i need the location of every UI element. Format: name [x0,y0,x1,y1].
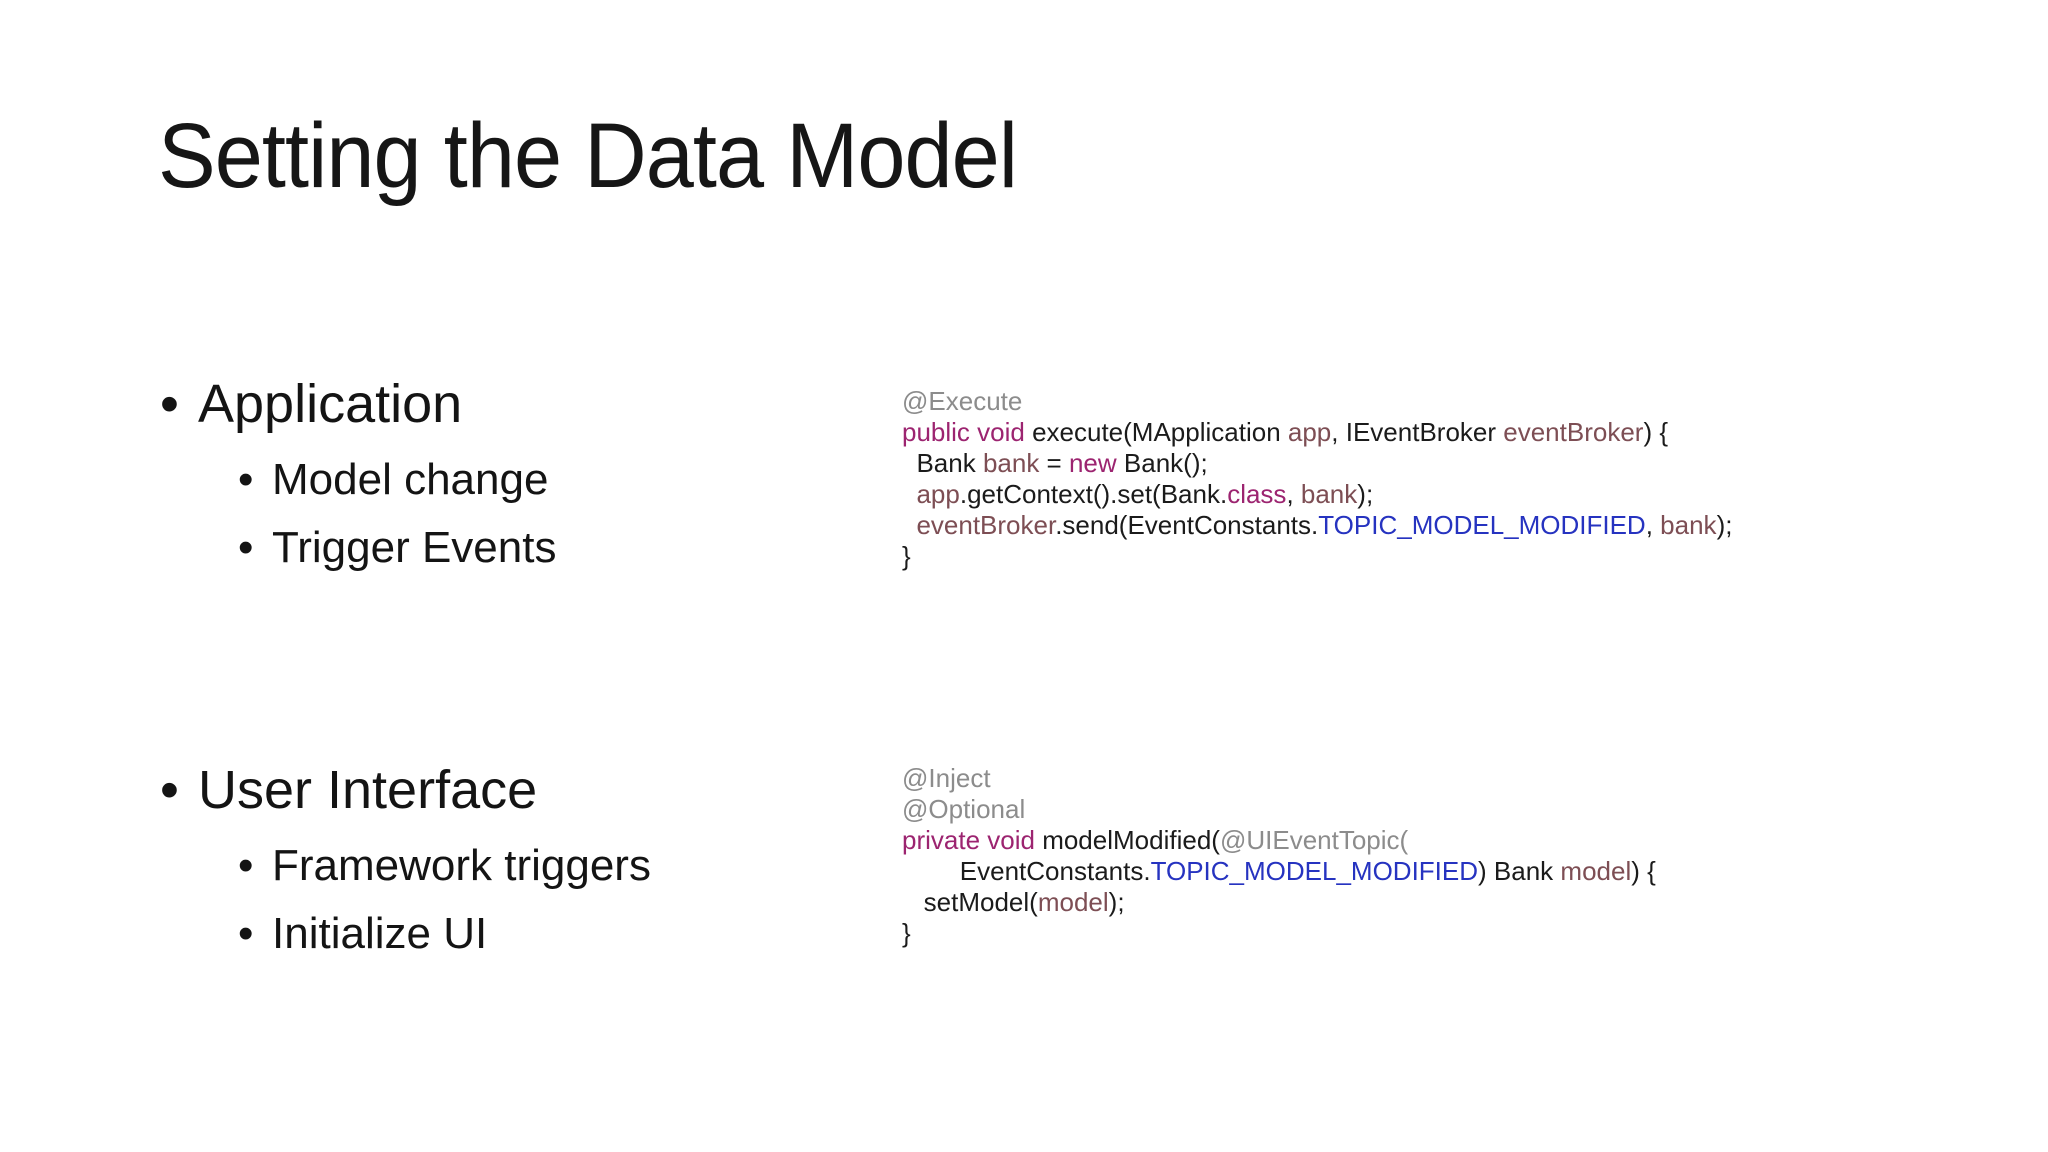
code-token-annotation: @Optional [902,794,1026,824]
code-token-plain: setModel( [902,887,1038,917]
code-token-plain: Bank [902,448,983,478]
code-token-plain: , [1645,510,1661,540]
code-token-plain: execute(MApplication [1024,417,1288,447]
bullet-dot-icon: • [238,909,254,958]
code-token-plain: .getContext().set(Bank. [959,479,1228,509]
code-token-annotation: @Execute [902,386,1023,416]
code-token-plain [902,510,916,540]
code-line: app.getContext().set(Bank.class, bank); [902,479,1732,510]
code-token-plain: } [902,918,911,948]
sub-bullet-item-label: Framework triggers [272,841,651,890]
code-token-plain: , IEventBroker [1331,417,1504,447]
code-token-plain: Bank(); [1116,448,1208,478]
bullet-item: • User Interface [160,758,651,822]
bullet-item-label: User Interface [198,760,538,820]
bullet-dot-icon: • [160,760,179,820]
code-token-annotation: @UIEventTopic( [1219,825,1409,855]
code-token-keyword: class [1227,479,1287,509]
bullet-dot-icon: • [160,374,179,434]
bullet-dot-icon: • [238,523,254,572]
code-token-plain [902,479,916,509]
slide-title: Setting the Data Model [158,105,1018,207]
code-token-plain: , [1286,479,1301,509]
code-line: EventConstants.TOPIC_MODEL_MODIFIED) Ban… [902,856,1656,887]
code-token-variable: app [916,479,960,509]
code-token-variable: app [1287,417,1332,447]
bullet-dot-icon: • [238,841,254,890]
code-token-plain: } [902,541,911,571]
sub-bullet-item: • Framework triggers [238,838,651,894]
code-line: setModel(model); [902,887,1656,918]
code-line: } [902,918,1656,949]
code-line: @Optional [902,794,1656,825]
code-token-variable: eventBroker [916,510,1056,540]
code-line: @Execute [902,386,1732,417]
sub-bullet-item: • Initialize UI [238,906,651,962]
code-token-variable: eventBroker [1503,417,1644,447]
bullet-group: • User Interface • Framework triggers • Initi… [160,758,651,962]
bullet-item: • Application [160,372,556,436]
bullet-item-label: Application [198,374,463,434]
code-token-plain: ); [1716,510,1733,540]
code-token-variable: model [1560,856,1632,886]
code-token-constant: TOPIC_MODEL_MODIFIED [1150,856,1479,886]
code-token-keyword: new [1068,448,1117,478]
code-token-variable: bank [1660,510,1717,540]
code-token-plain: modelModified( [1034,825,1220,855]
code-token-plain: ); [1357,479,1374,509]
sub-bullet-item-label: Model change [272,455,549,504]
code-token-constant: TOPIC_MODEL_MODIFIED [1318,510,1646,540]
sub-bullet-item: • Trigger Events [238,520,556,576]
sub-bullet-item-label: Trigger Events [272,523,557,572]
sub-bullet-item-label: Initialize UI [272,909,488,958]
code-token-plain: .send(EventConstants. [1055,510,1319,540]
code-line: eventBroker.send(EventConstants.TOPIC_MO… [902,510,1732,541]
code-token-plain: ) { [1631,856,1656,886]
code-line: public void execute(MApplication app, IE… [902,417,1732,448]
code-line: } [902,541,1732,572]
code-token-keyword: private void [902,825,1035,855]
code-token-plain: ) Bank [1478,856,1561,886]
code-token-variable: bank [982,448,1040,478]
code-line: private void modelModified(@UIEventTopic… [902,825,1656,856]
code-line: @Inject [902,763,1656,794]
sub-bullet-item: • Model change [238,452,556,508]
code-token-plain: EventConstants. [902,856,1151,886]
code-token-plain: = [1039,448,1069,478]
code-token-variable: model [1037,887,1109,917]
code-token-plain: ); [1108,887,1125,917]
code-token-variable: bank [1300,479,1358,509]
bullet-dot-icon: • [238,455,254,504]
code-token-keyword: public void [902,417,1025,447]
code-line: Bank bank = new Bank(); [902,448,1732,479]
code-token-plain: ) { [1643,417,1669,447]
bullet-group: • Application • Model change • Trigger Events [160,372,556,576]
code-token-annotation: @Inject [902,763,991,793]
